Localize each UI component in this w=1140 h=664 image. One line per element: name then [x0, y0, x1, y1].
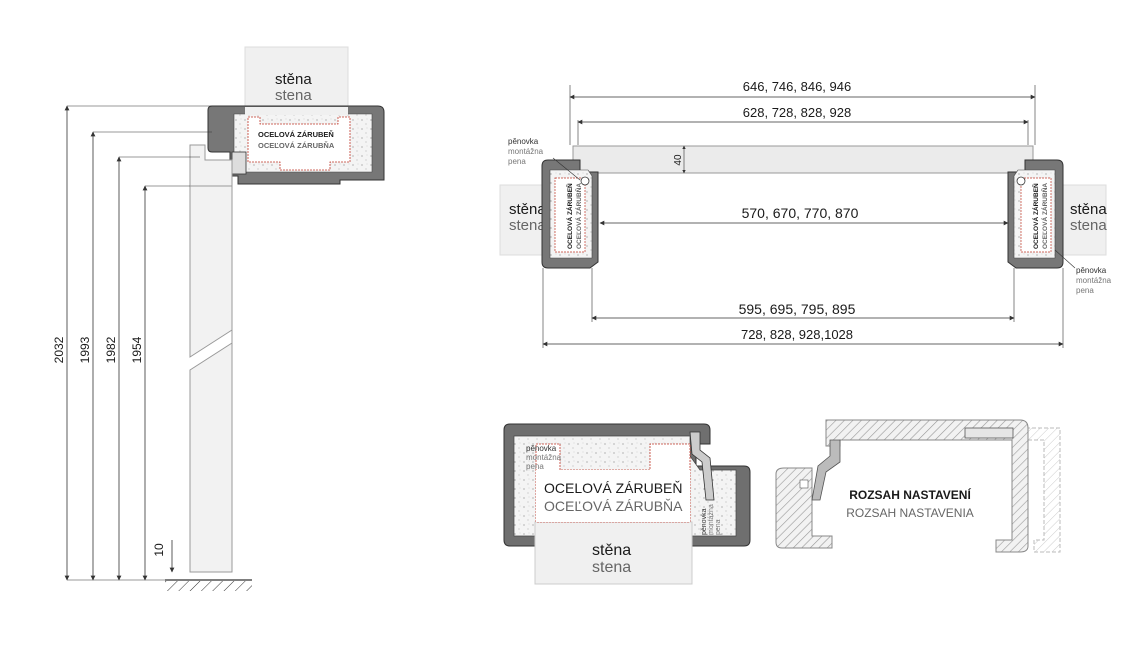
plan-section: 646, 746, 846, 946 628, 728, 828, 928 40…: [499, 79, 1112, 348]
foam-right-sk: pena: [1076, 286, 1094, 295]
left-frame-sk: OCEĽOVÁ ZÁRUBŇA: [574, 183, 583, 249]
frame-inner-dim: 595, 695, 795, 895: [739, 301, 856, 317]
wall-right-sk: stena: [1070, 217, 1107, 234]
wall-in-frame-outline: [247, 116, 351, 171]
adjustment-profile-top: [825, 419, 1029, 553]
height-1982: 1982: [104, 336, 118, 363]
frame-detail-section: pěnovka montážna pena OCELOVÁ ZÁRUBEŇ OC…: [503, 423, 751, 585]
height-2032: 2032: [52, 336, 66, 363]
floor-hatch: [165, 581, 252, 591]
detail-foam-cs: pěnovka: [526, 444, 557, 453]
right-frame-sk: OCEĽOVÁ ZÁRUBŇA: [1040, 183, 1049, 249]
detail-frame-cs: OCELOVÁ ZÁRUBEŇ: [544, 480, 682, 496]
frame-label-sk: OCEĽOVÁ ZÁRUBŇA: [258, 141, 335, 150]
detail-wall-cs: stěna: [592, 542, 631, 559]
range-label-sk: ROZSAH NASTAVENIA: [846, 506, 974, 520]
overall-top-dim: 646, 746, 846, 946: [743, 79, 851, 94]
adjustment-range-section: ROZSAH NASTAVENÍ ROZSAH NASTAVENIA: [775, 419, 1061, 553]
wall-left-sk: stena: [509, 217, 546, 234]
wall-left-cs: stěna: [509, 201, 546, 218]
seal: [231, 151, 247, 175]
floor-gap: 10: [152, 543, 166, 557]
adjustment-profile-left: [775, 467, 833, 549]
detail-frame-sk: OCEĽOVÁ ZÁRUBŇA: [544, 498, 683, 514]
detail-wall-sk: stena: [592, 559, 631, 576]
wall-label-cs: stěna: [275, 71, 312, 88]
door-leaf-elevation: [189, 185, 233, 573]
wall-right-cs: stěna: [1070, 201, 1107, 218]
detail-foam-mid: montážna: [526, 453, 562, 462]
left-frame-cs: OCELOVÁ ZÁRUBEŇ: [565, 183, 574, 249]
clear-opening-dim: 570, 670, 770, 870: [742, 205, 859, 221]
leaf-width-dim: 628, 728, 828, 928: [743, 105, 851, 120]
detail-foam-sk: pena: [526, 462, 544, 471]
frame-outer-dim: 728, 828, 928,1028: [741, 327, 853, 342]
adjustment-ghost: [1025, 427, 1061, 553]
leaf-thickness: 40: [673, 154, 684, 166]
wall-block-top: [244, 46, 349, 108]
foam-left-cs: pěnovka: [508, 137, 539, 146]
range-label-cs: ROZSAH NASTAVENÍ: [849, 487, 971, 502]
door-leaf-plan: [572, 145, 1034, 174]
height-1954: 1954: [130, 336, 144, 363]
detail-foam-vert-cs: pěnovka: [701, 508, 708, 535]
detail-foam-vert-sk: pena: [715, 519, 722, 535]
detail-wall: [534, 521, 693, 585]
right-frame-cs: OCELOVÁ ZÁRUBEŇ: [1031, 183, 1040, 249]
foam-left-mid: montážna: [508, 147, 544, 156]
foam-right-mid: montážna: [1076, 276, 1112, 285]
detail-foam-vert-mid: montážna: [708, 504, 715, 535]
wall-label-sk: stena: [275, 87, 312, 104]
vertical-section: stěna stena OCELOVÁ ZÁRUBEŇ OCEĽOVÁ ZÁRU…: [52, 46, 385, 591]
frame-label-cs: OCELOVÁ ZÁRUBEŇ: [258, 130, 334, 139]
foam-left-sk: pena: [508, 157, 526, 166]
foam-right-cs: pěnovka: [1076, 266, 1107, 275]
height-1993: 1993: [78, 336, 92, 363]
